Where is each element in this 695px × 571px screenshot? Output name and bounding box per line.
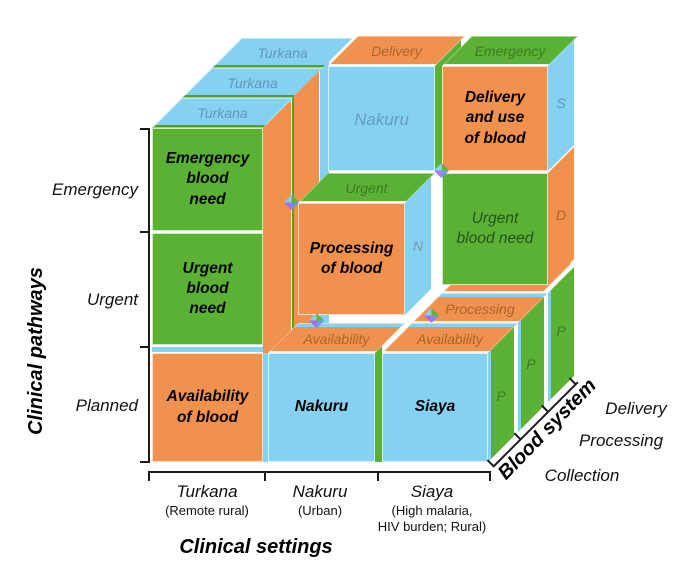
side-face-p-back	[548, 267, 574, 402]
delivery-and-use-label: Delivery and use of blood	[464, 89, 526, 147]
z-axis-tick-2	[513, 432, 522, 441]
urgent-blood-need-label: Urgent blood need	[182, 259, 233, 318]
z-label-processing: Processing	[578, 431, 664, 450]
x-axis-tick-3	[377, 473, 379, 481]
nakuru-label: Nakuru	[294, 398, 349, 416]
z-label-collection: Collection	[544, 466, 620, 485]
siaya-label: Siaya	[414, 398, 456, 416]
side-face-p-front	[488, 327, 514, 462]
y-axis-line	[148, 128, 150, 463]
side-face-n	[405, 177, 431, 315]
strip-blue-turkana	[152, 347, 263, 352]
x-label-turkana: Turkana	[176, 482, 238, 501]
y-axis-tick-2	[140, 231, 148, 233]
x-axis-tick-4	[489, 473, 491, 481]
x-label-nakuru: Nakuru	[292, 482, 348, 501]
face-siaya: Siaya	[382, 353, 488, 462]
availability-of-blood-label: Availability of blood	[166, 388, 249, 426]
face-processing-of-blood: Processing of blood	[298, 203, 405, 315]
y-axis-tick-3	[140, 346, 148, 348]
face-availability-of-blood: Availability of blood	[152, 353, 263, 462]
face-nakuru-back	[328, 66, 435, 171]
x-axis-tick-1	[148, 473, 150, 481]
processing-of-blood-label: Processing of blood	[309, 239, 394, 277]
x-axis-title: Clinical settings	[179, 536, 333, 558]
x-sublabel-siaya: (High malaria, HIV burden; Rural)	[377, 503, 487, 534]
face-urgent-blood-need-siaya: Urgent blood need	[442, 173, 548, 285]
y-axis-tick-4	[140, 461, 148, 463]
y-axis-tick-1	[140, 128, 148, 130]
x-axis-line	[148, 471, 491, 473]
side-face-p-mid	[518, 297, 544, 432]
y-label-emergency: Emergency	[52, 180, 138, 199]
strip-blue-turkana-nakuru	[263, 353, 268, 462]
y-axis-title: Clinical pathways	[25, 267, 47, 435]
face-emergency-blood-need: Emergency blood need	[152, 128, 263, 231]
x-sublabel-nakuru: (Urban)	[297, 503, 343, 518]
x-axis-tick-2	[264, 473, 266, 481]
face-delivery-and-use-of-blood: Delivery and use of blood	[442, 66, 548, 171]
urgent-blood-need-siaya-label: Urgent blood need	[456, 209, 534, 247]
y-label-urgent: Urgent	[86, 290, 138, 309]
z-label-delivery: Delivery	[605, 399, 667, 418]
face-nakuru: Nakuru	[268, 353, 375, 462]
z-axis-tick-1	[486, 459, 495, 467]
y-label-planned: Planned	[75, 396, 138, 415]
x-sublabel-turkana: (Remote rural)	[165, 503, 249, 518]
x-label-siaya: Siaya	[410, 482, 454, 501]
strip-green-nakuru-siaya	[375, 330, 382, 462]
emergency-blood-need-label: Emergency blood need	[165, 150, 250, 208]
face-urgent-blood-need: Urgent blood need	[152, 233, 263, 345]
